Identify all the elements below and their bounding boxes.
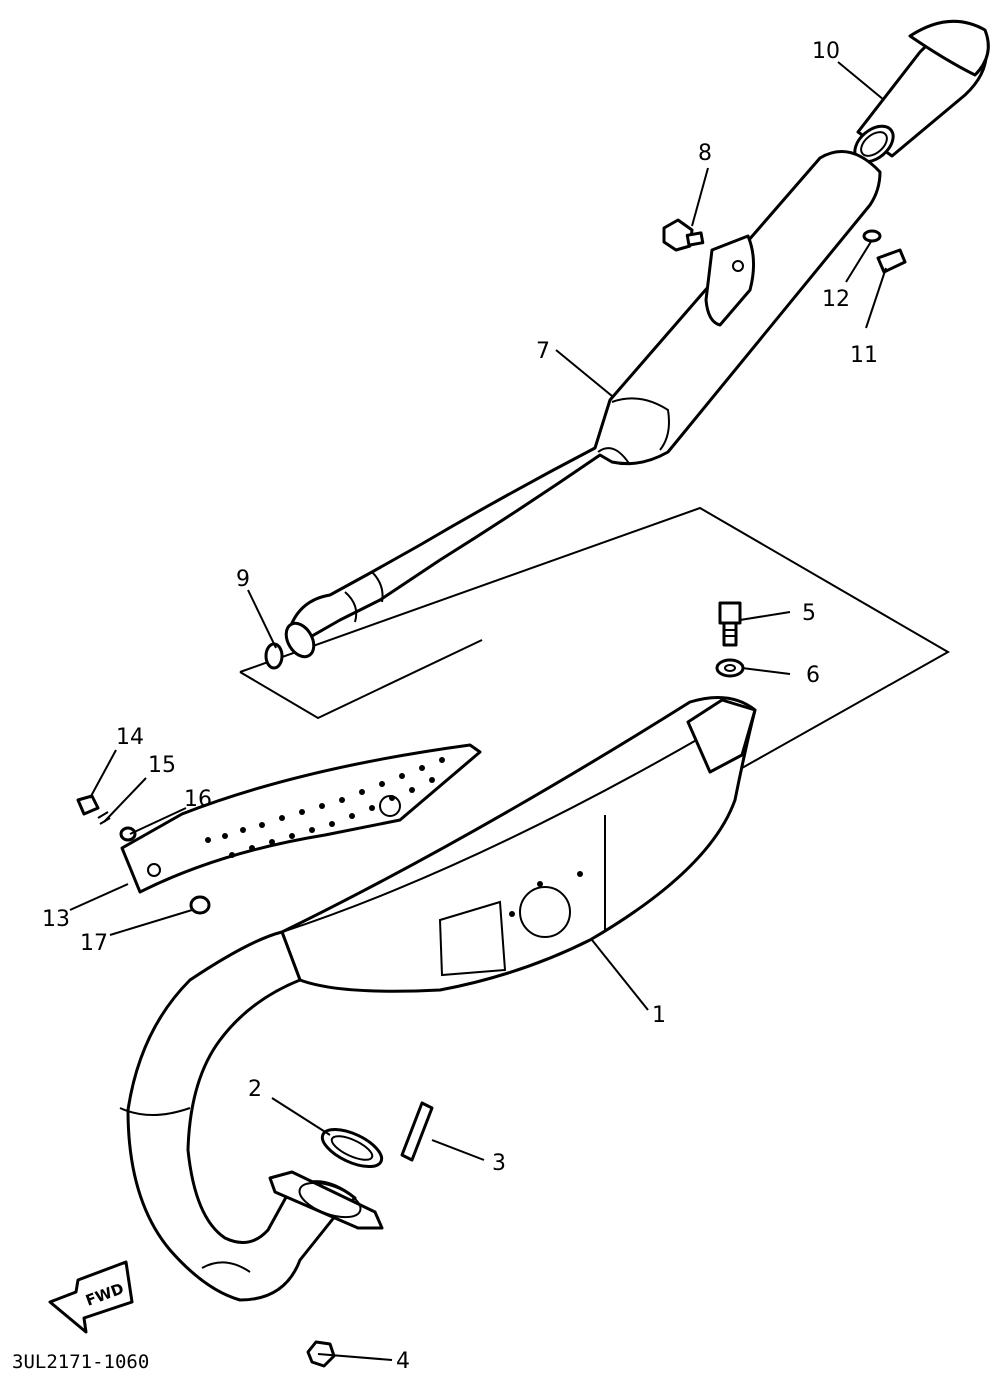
callout-9: 9 xyxy=(236,567,250,592)
callout-1: 1 xyxy=(652,1003,666,1028)
callout-3: 3 xyxy=(492,1151,506,1176)
callout-12: 12 xyxy=(822,287,850,312)
washer-16-part xyxy=(119,826,137,842)
callout-2: 2 xyxy=(248,1077,262,1102)
callout-17: 17 xyxy=(80,931,108,956)
leader-lines xyxy=(69,61,887,1361)
collar-17-part xyxy=(189,895,211,915)
screw-11-part xyxy=(876,248,907,274)
callout-14: 14 xyxy=(116,725,144,750)
callout-8: 8 xyxy=(698,141,712,166)
washer-12-part xyxy=(862,229,882,243)
assembly-reference-box xyxy=(239,506,951,769)
callout-15: 15 xyxy=(148,753,176,778)
callout-5: 5 xyxy=(802,601,816,626)
stud-3-part xyxy=(400,1101,434,1162)
callout-11: 11 xyxy=(850,343,878,368)
tail-pipe-part xyxy=(853,19,990,164)
callout-10: 10 xyxy=(812,39,840,64)
callout-7: 7 xyxy=(536,339,550,364)
callout-6: 6 xyxy=(806,663,820,688)
screw-14-part xyxy=(76,794,100,816)
callout-4: 4 xyxy=(396,1349,410,1374)
forward-direction-arrow: FWD xyxy=(48,1260,134,1334)
bolt-5-part xyxy=(718,601,742,647)
gasket-2-part xyxy=(320,1127,384,1169)
callout-16: 16 xyxy=(184,787,212,812)
heat-protector-part xyxy=(120,743,482,894)
callout-labels: 1 2 3 4 5 6 7 8 9 10 11 12 13 14 15 16 1… xyxy=(42,39,878,1374)
bolt-8-part xyxy=(662,218,705,252)
callout-13: 13 xyxy=(42,907,70,932)
washer-6-part xyxy=(715,658,745,678)
expansion-chamber-part xyxy=(119,696,757,1302)
gasket-9-part xyxy=(264,642,284,670)
diagram-code: 3UL2171-1060 xyxy=(12,1351,149,1373)
silencer-part xyxy=(284,150,882,659)
